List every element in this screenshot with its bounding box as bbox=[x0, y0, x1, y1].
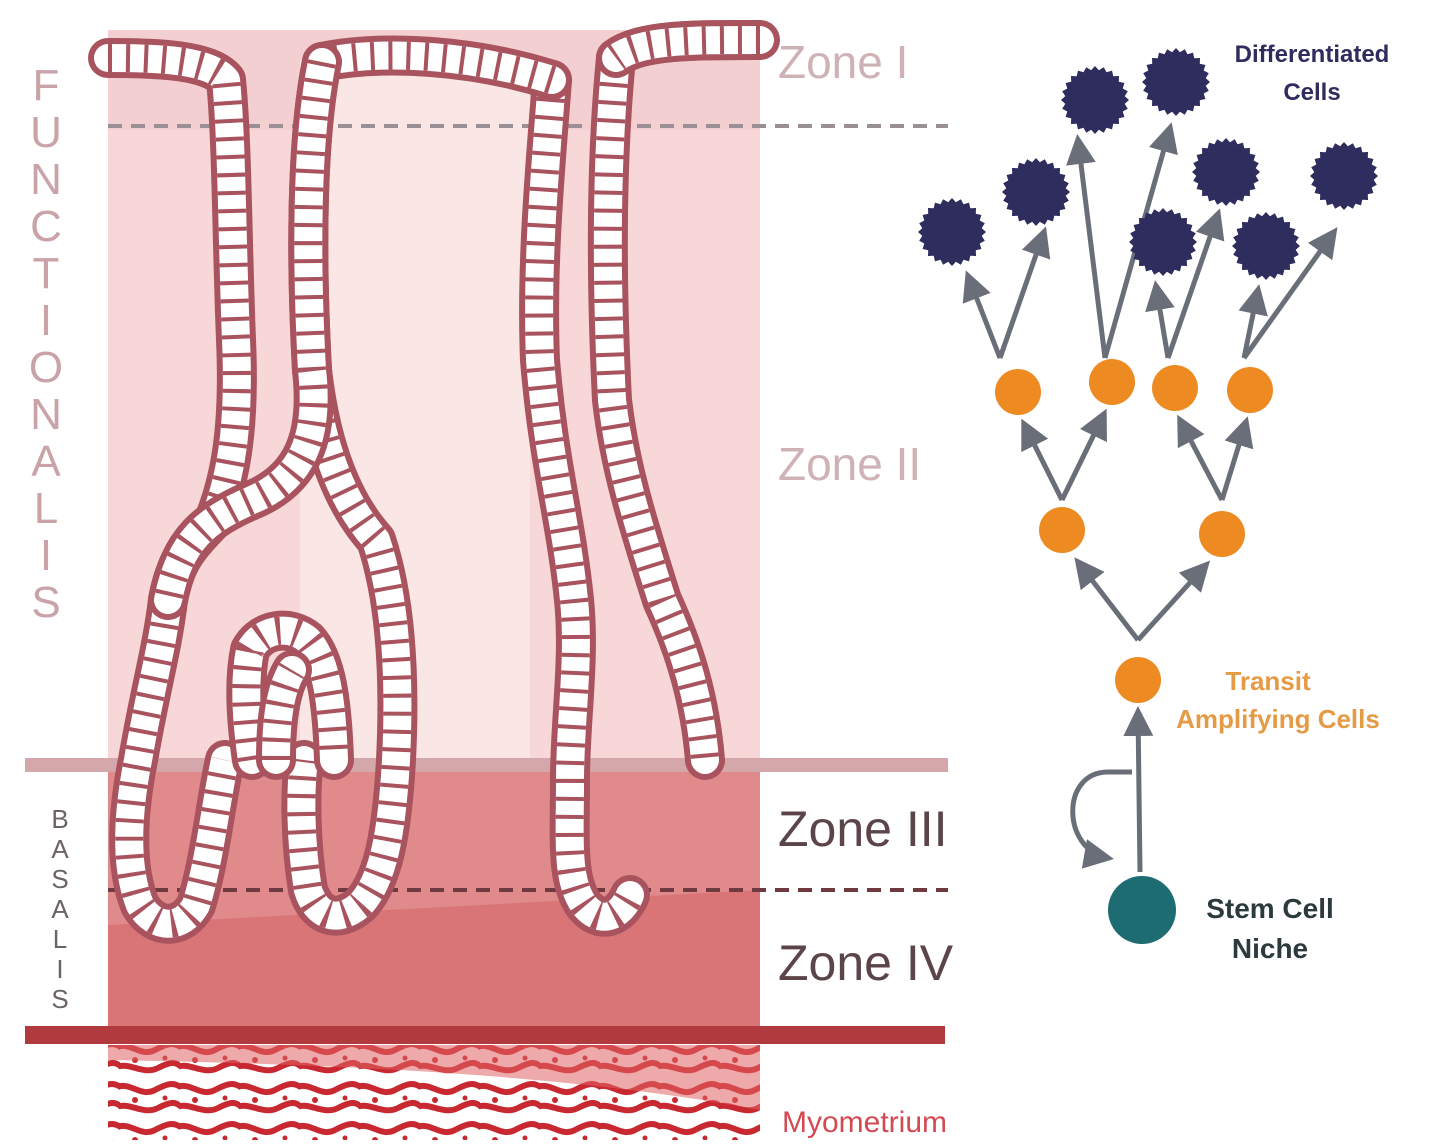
lineage-cells bbox=[918, 48, 1378, 944]
differentiated-cells-label-line1: Differentiated bbox=[1235, 41, 1390, 68]
basalis-letter-5: I bbox=[56, 954, 63, 984]
arrow-l1e bbox=[1156, 286, 1168, 358]
basalis-letter-1: A bbox=[51, 834, 69, 864]
stem-cell-niche-label-line2: Niche bbox=[1232, 933, 1308, 964]
myometrium-layer bbox=[108, 1045, 760, 1140]
arrow-l2b bbox=[1062, 414, 1104, 500]
arrow-ta-right bbox=[1138, 565, 1206, 640]
differentiated-cell-6 bbox=[1310, 142, 1378, 210]
differentiated-cell-2 bbox=[1142, 48, 1210, 116]
basalis-letter-0: B bbox=[51, 804, 68, 834]
differentiated-cells-label-line2: Cells bbox=[1283, 79, 1340, 106]
differentiated-cell-8 bbox=[1232, 212, 1300, 280]
zone-4-label: Zone IV bbox=[778, 935, 954, 991]
arrow-l2a bbox=[1024, 424, 1062, 500]
functionalis-letter-1: U bbox=[30, 108, 62, 157]
transit-amplifying-label-line1: Transit bbox=[1225, 666, 1311, 696]
functionalis-letter-3: C bbox=[30, 202, 62, 251]
functionalis-letter-2: N bbox=[30, 155, 62, 204]
functionalis-letter-7: N bbox=[30, 390, 62, 439]
transit-amplifying-cell-5 bbox=[1039, 507, 1085, 553]
arrow-l1c bbox=[1078, 140, 1105, 358]
functionalis-letter-0: F bbox=[33, 61, 60, 110]
zone-3-label: Zone III bbox=[778, 801, 948, 857]
zone-2-label: Zone II bbox=[778, 438, 921, 490]
functionalis-letter-5: I bbox=[40, 296, 52, 345]
differentiated-cell-4 bbox=[918, 198, 986, 266]
differentiated-cell-3 bbox=[1002, 158, 1070, 226]
transit-amplifying-cell-7 bbox=[1115, 657, 1161, 703]
arrow-ta-left bbox=[1078, 562, 1138, 640]
arrow-l2d bbox=[1222, 422, 1246, 500]
differentiated-cell-5 bbox=[1192, 138, 1260, 206]
transit-amplifying-cell-1 bbox=[995, 369, 1041, 415]
functionalis-layer bbox=[108, 30, 760, 765]
arrow-stem-to-ta bbox=[1138, 712, 1140, 872]
transit-amplifying-cell-6 bbox=[1199, 511, 1245, 557]
functionalis-letter-8: A bbox=[31, 437, 61, 486]
self-renewal-arrow bbox=[1073, 772, 1108, 858]
functionalis-letter-4: T bbox=[33, 249, 60, 298]
arrow-l1a bbox=[968, 276, 1000, 358]
functionalis-letter-9: L bbox=[34, 484, 58, 533]
stem-cell-niche-label-line1: Stem Cell bbox=[1206, 893, 1334, 924]
basalis-letter-3: A bbox=[51, 894, 69, 924]
transit-amplifying-cell-3 bbox=[1152, 365, 1198, 411]
transit-amplifying-label-line2: Amplifying Cells bbox=[1176, 704, 1380, 734]
basalis-letter-2: S bbox=[51, 864, 68, 894]
functionalis-letter-6: O bbox=[29, 343, 63, 392]
differentiated-cell-7 bbox=[1129, 208, 1197, 276]
stem-cell bbox=[1108, 876, 1176, 944]
myometrium-label: Myometrium bbox=[782, 1106, 947, 1139]
differentiated-cell-1 bbox=[1061, 66, 1129, 134]
arrow-l2c bbox=[1180, 420, 1222, 500]
functionalis-letter-11: S bbox=[31, 578, 60, 627]
zone-1-label: Zone I bbox=[778, 36, 908, 88]
basalis-letter-4: L bbox=[53, 924, 67, 954]
transit-amplifying-cell-2 bbox=[1089, 359, 1135, 405]
basalis-letter-6: S bbox=[51, 984, 68, 1014]
cell-hierarchy bbox=[918, 48, 1378, 944]
arrow-l1b bbox=[1000, 232, 1044, 358]
transit-amplifying-cell-4 bbox=[1227, 367, 1273, 413]
functionalis-letter-10: I bbox=[40, 531, 52, 580]
